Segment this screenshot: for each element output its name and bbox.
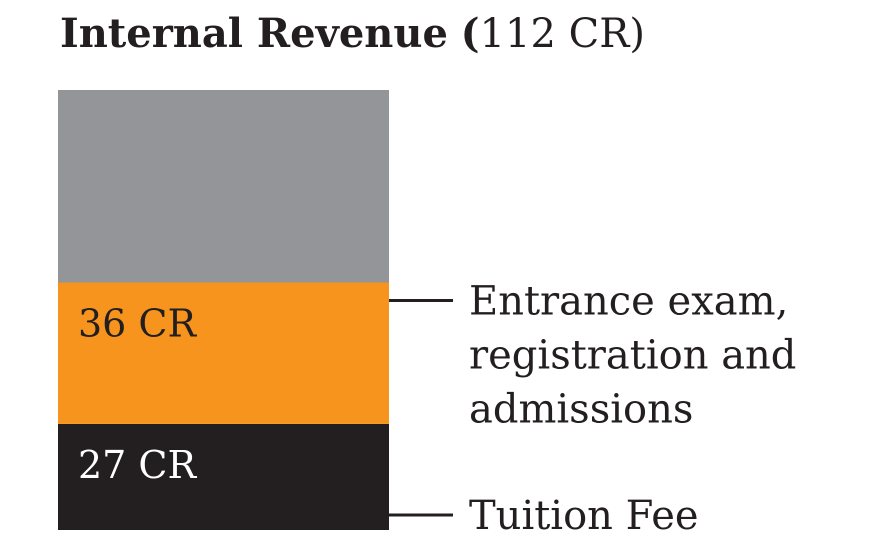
chart-title: Internal Revenue (112 CR) bbox=[60, 10, 645, 57]
chart-title-main: Internal Revenue bbox=[60, 10, 448, 57]
category-label-line: Entrance exam, bbox=[469, 279, 788, 325]
category-label-0: Tuition Fee bbox=[469, 493, 699, 539]
chart-title-paren: ( bbox=[460, 10, 480, 57]
bar-segment-0 bbox=[58, 423, 389, 530]
segment-value-label-0: 27 CR bbox=[78, 443, 198, 487]
chart-title-total: 112 CR) bbox=[479, 11, 645, 57]
category-label-1: Entrance exam, registration and admissions bbox=[469, 279, 796, 433]
segment-value-label-1: 36 CR bbox=[78, 302, 198, 346]
bar-segment-2 bbox=[58, 90, 389, 283]
category-label-line: Tuition Fee bbox=[469, 493, 699, 539]
category-label-line: admissions bbox=[469, 387, 693, 433]
category-label-line: registration and bbox=[469, 333, 796, 379]
bar-segment-1 bbox=[58, 282, 389, 424]
